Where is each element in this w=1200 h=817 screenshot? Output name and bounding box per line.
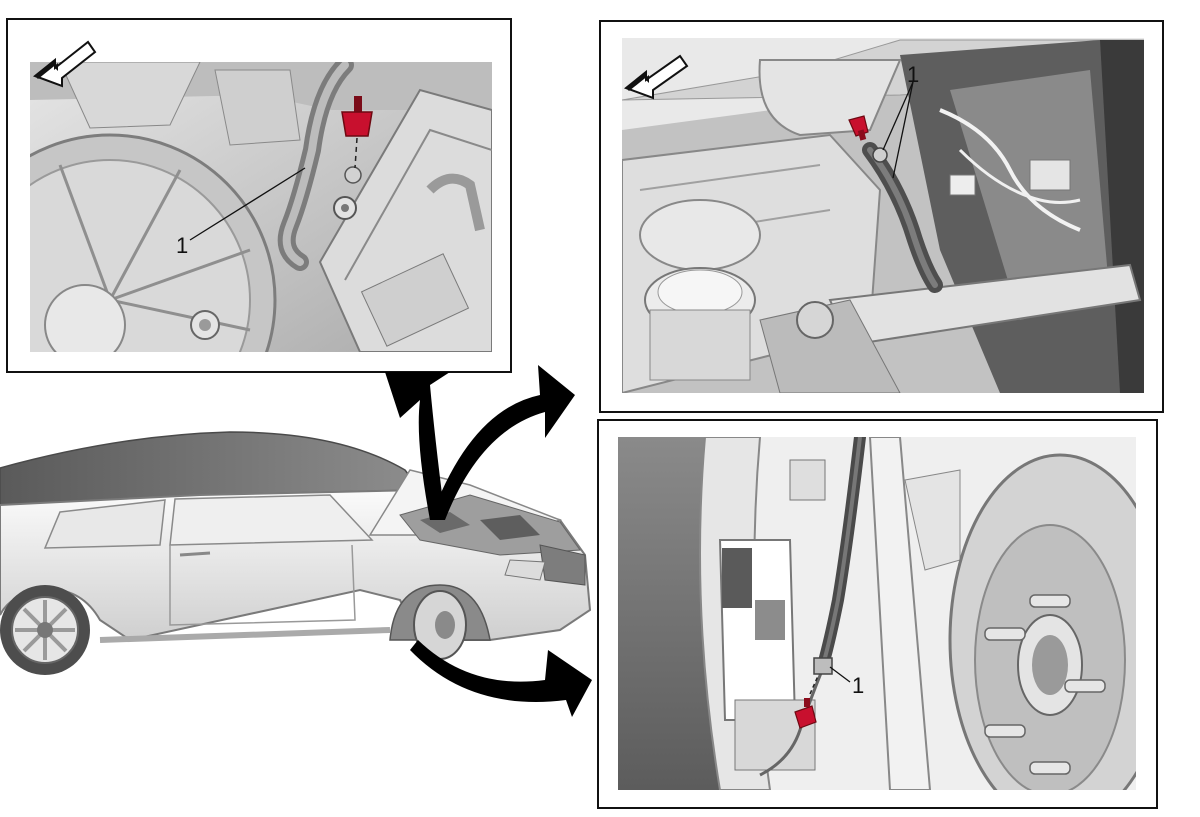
detail-panel-bottom-right: 1 <box>597 419 1158 809</box>
fastener-clip-icon <box>794 675 819 729</box>
front-direction-arrow-icon <box>32 40 97 88</box>
detail-panel-top-left: 1 <box>6 18 512 373</box>
callout-number: 1 <box>176 233 188 258</box>
fastener-clip-icon <box>848 115 869 141</box>
callout-leader <box>892 81 914 179</box>
locator-arrow-bottom-right <box>410 640 592 717</box>
callout-leader <box>189 167 306 241</box>
vehicle-coupe-illustration <box>0 431 592 675</box>
callout-number: 1 <box>907 62 919 87</box>
callout-number: 1 <box>852 673 864 698</box>
tire <box>618 437 720 790</box>
wheel-studs <box>984 594 1106 775</box>
locator-arrow-top-right <box>430 365 575 520</box>
fastener-clip-icon <box>341 96 373 169</box>
callout-leader <box>829 666 851 683</box>
roof <box>0 431 422 506</box>
callout-leader <box>882 81 914 151</box>
detail-panel-top-right: 1 <box>599 20 1164 413</box>
front-direction-arrow-icon <box>623 54 689 100</box>
locator-arrows <box>385 365 592 717</box>
locator-arrow-top-left <box>385 372 450 520</box>
